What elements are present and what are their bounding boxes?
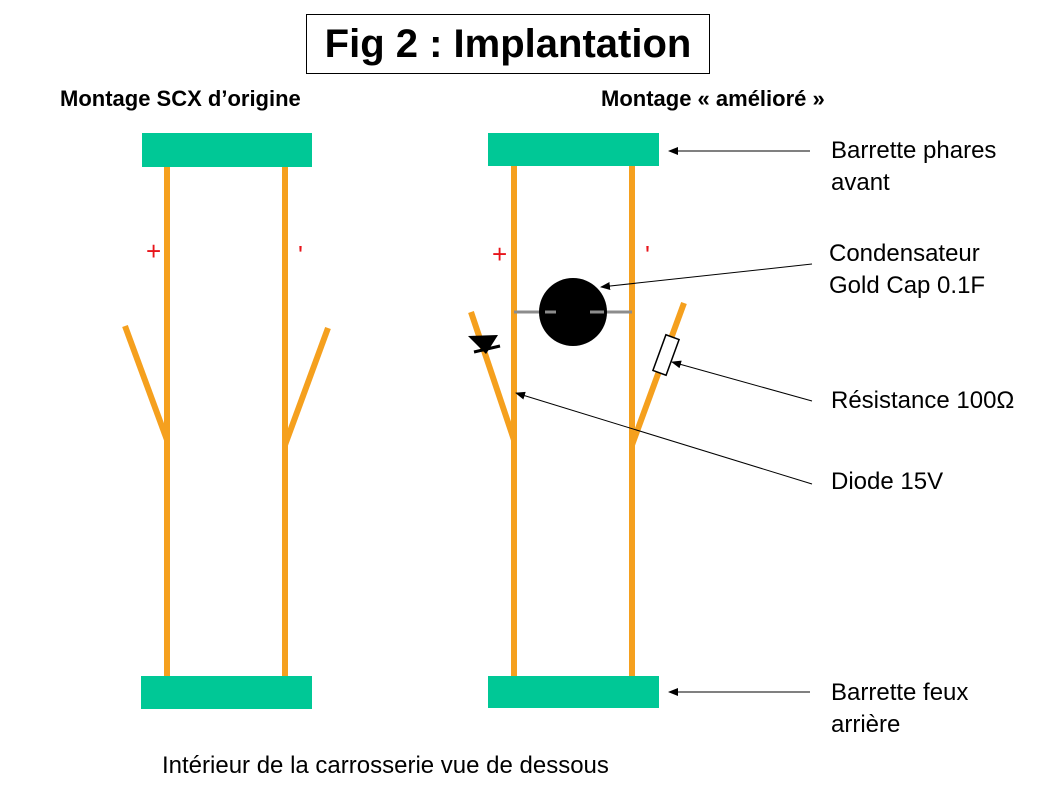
right-diagram-heading: Montage « amélioré » [601, 86, 825, 111]
front-light-bar-improved [488, 133, 659, 166]
rear-bar-label-line2: arrière [831, 711, 901, 738]
arrow-resistor [671, 360, 813, 402]
rear-light-bar-original [141, 676, 312, 709]
figure-title: Fig 2 : Implantation [324, 22, 692, 66]
minus-sign-improved: ' [645, 240, 650, 270]
front-bar-label-line2: avant [831, 169, 890, 196]
diode-symbol [468, 335, 501, 354]
minus-sign-original: ' [298, 240, 303, 270]
rear-bar-label-line1: Barrette feux [831, 679, 969, 706]
rear-light-bar-improved [488, 676, 659, 708]
left-diagram-heading: Montage SCX d’origine [60, 86, 301, 111]
resistor-symbol [651, 333, 681, 377]
figure-caption: Intérieur de la carrosserie vue de desso… [162, 752, 609, 779]
negative-pickup-original [282, 326, 331, 447]
original-assembly [122, 133, 331, 709]
positive-pickup-improved [468, 311, 517, 441]
arrow-capacitor [600, 263, 813, 291]
capacitor-label-line1: Condensateur [829, 240, 980, 267]
capacitor-label-line2: Gold Cap 0.1F [829, 272, 986, 299]
improved-assembly [468, 133, 687, 708]
arrow-diode [515, 391, 813, 485]
front-light-bar-original [142, 133, 312, 167]
plus-sign-original: + [146, 236, 162, 266]
positive-pickup-original [122, 324, 170, 442]
plus-sign-improved: + [492, 239, 508, 269]
diode-label: Diode 15V [831, 468, 944, 495]
negative-pickup-improved [629, 301, 687, 447]
front-bar-label-line1: Barrette phares [831, 137, 997, 164]
gold-cap-capacitor [539, 278, 607, 346]
figure-title-box: Fig 2 : Implantation [306, 14, 710, 74]
resistor-label: Résistance 100Ω [831, 387, 1015, 414]
